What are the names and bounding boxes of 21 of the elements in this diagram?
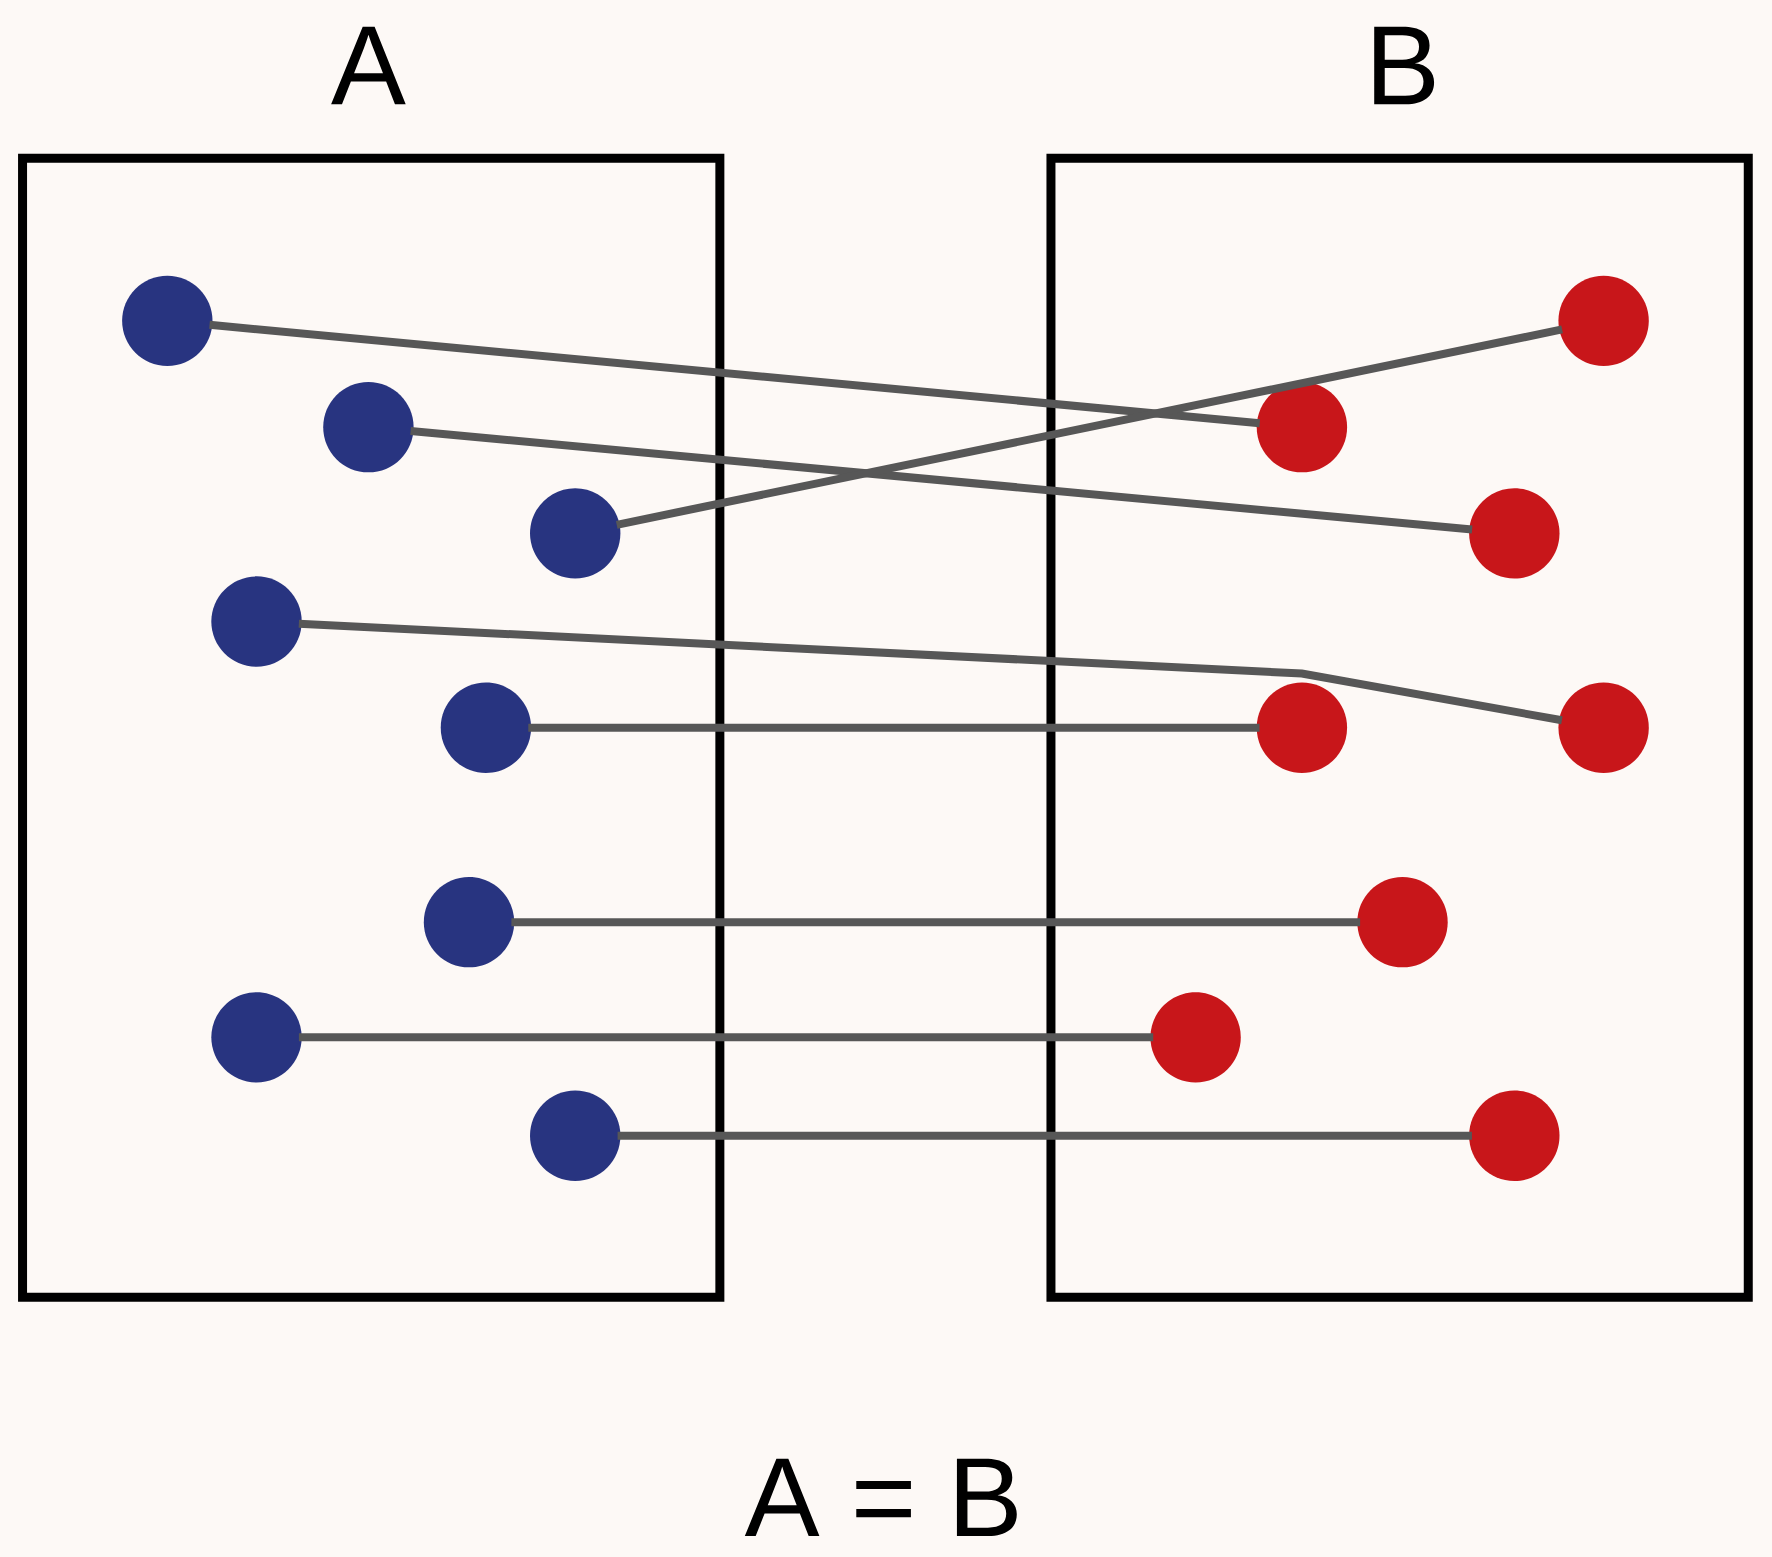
dot (530, 488, 621, 579)
dot (323, 382, 414, 473)
node-label: A (331, 26, 406, 105)
equation: A = B (744, 1458, 1017, 1537)
set-box: A (18, 26, 725, 1302)
dot (423, 877, 515, 968)
dot (1256, 682, 1348, 773)
dot (1357, 877, 1448, 968)
dot (1469, 488, 1560, 579)
dot (122, 275, 213, 367)
dot (211, 992, 302, 1083)
set-box: B (1046, 26, 1753, 1302)
dot (1150, 992, 1241, 1083)
dot (1558, 275, 1649, 367)
dot (1558, 682, 1649, 773)
node-label: B (1374, 26, 1435, 105)
dot (1256, 382, 1348, 473)
dot (1469, 1090, 1560, 1181)
dot (211, 576, 302, 667)
dot (530, 1090, 621, 1181)
dot (440, 682, 532, 773)
